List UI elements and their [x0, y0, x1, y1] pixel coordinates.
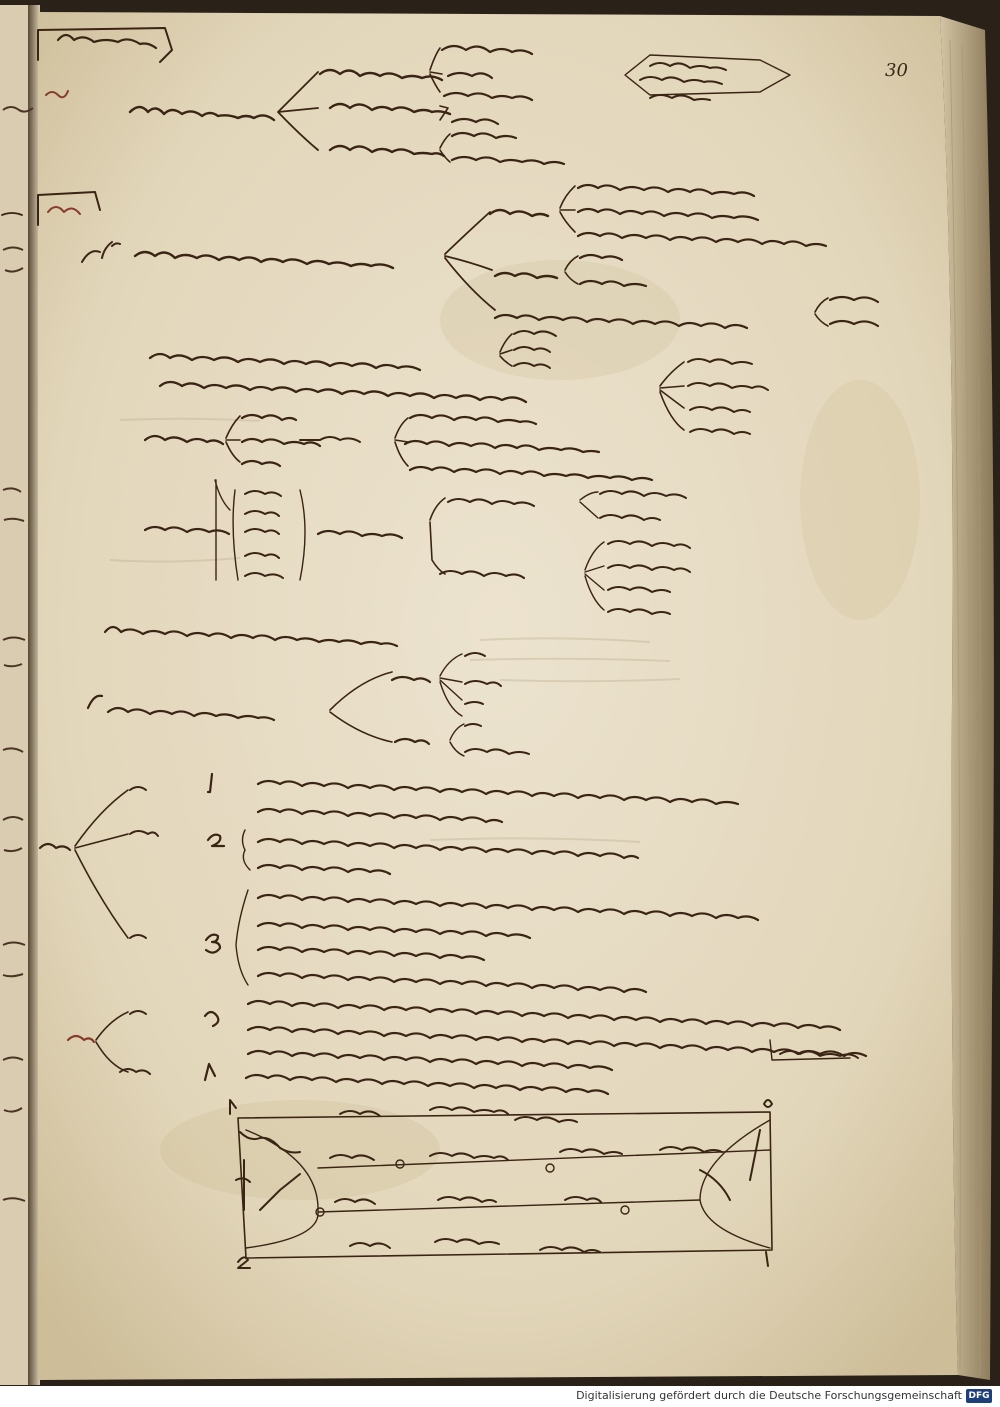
- folio-number: 30: [885, 60, 908, 81]
- dfg-logo: DFG: [966, 1389, 992, 1403]
- digitization-credit: Digitalisierung gefördert durch die Deut…: [576, 1389, 962, 1402]
- square-diagram: [229, 1099, 773, 1269]
- manuscript-leaf: [38, 12, 994, 1380]
- footer-bar: Digitalisierung gefördert durch die Deut…: [0, 1386, 1000, 1407]
- facing-page-strip: [0, 5, 40, 1385]
- handwritten-text: 30: [1, 27, 908, 1269]
